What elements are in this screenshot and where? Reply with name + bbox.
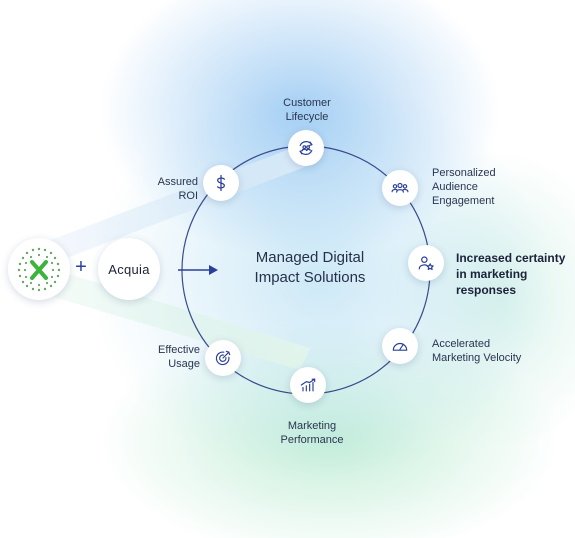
label-line: Performance bbox=[280, 434, 344, 446]
label-marketing-performance: Marketing Performance bbox=[262, 419, 362, 447]
label-personalized-audience-engagement: Personalized Audience Engagement bbox=[432, 166, 552, 208]
user-star-icon bbox=[418, 256, 434, 271]
node-increased-certainty bbox=[408, 245, 444, 281]
label-line: Usage bbox=[168, 358, 200, 370]
acquia-logo-badge: Acquia bbox=[98, 238, 160, 300]
label-line: Customer bbox=[283, 97, 331, 109]
node-effective-usage bbox=[205, 340, 241, 376]
label-line: Personalized bbox=[432, 167, 496, 179]
center-title: Managed Digital Impact Solutions bbox=[230, 248, 390, 288]
target-icon bbox=[215, 350, 231, 366]
label-customer-lifecycle: Customer Lifecycle bbox=[262, 96, 352, 124]
node-accelerated-marketing-velocity bbox=[382, 328, 418, 364]
label-line: Lifecycle bbox=[285, 111, 329, 123]
top-beam bbox=[30, 145, 310, 272]
label-line: in marketing bbox=[456, 267, 528, 281]
node-assured-roi bbox=[203, 165, 239, 201]
acquia-logo: Acquia bbox=[108, 261, 150, 277]
node-marketing-performance bbox=[290, 367, 326, 403]
center-title-line-2: Impact Solutions bbox=[254, 269, 366, 286]
label-line: Audience bbox=[432, 181, 478, 193]
speedometer-icon bbox=[392, 342, 408, 351]
people-group-icon bbox=[391, 182, 409, 193]
center-title-line-1: Managed Digital bbox=[255, 249, 365, 266]
label-assured-roi: Assured ROI bbox=[120, 175, 198, 203]
label-line: Marketing Velocity bbox=[432, 352, 522, 364]
arrow-head bbox=[209, 265, 218, 275]
dollar-icon bbox=[217, 174, 225, 192]
label-line: Marketing bbox=[287, 420, 337, 432]
label-accelerated-marketing-velocity: Accelerated Marketing Velocity bbox=[432, 337, 552, 365]
label-increased-certainty: Increased certainty in marketing respons… bbox=[456, 250, 574, 298]
label-line: Accelerated bbox=[432, 338, 491, 350]
label-line: Increased certainty bbox=[456, 251, 566, 265]
label-line: responses bbox=[456, 283, 517, 297]
node-personalized-audience-engagement bbox=[382, 170, 418, 206]
x-logo-badge bbox=[8, 238, 70, 300]
plus-sign: + bbox=[75, 256, 87, 278]
cycle-people-icon bbox=[299, 141, 313, 155]
label-effective-usage: Effective Usage bbox=[120, 343, 200, 371]
bar-chart-icon bbox=[300, 378, 316, 392]
label-line: Assured bbox=[157, 176, 198, 188]
label-line: Engagement bbox=[432, 195, 495, 207]
label-line: Effective bbox=[158, 344, 200, 356]
bottom-beam bbox=[30, 262, 310, 370]
x-logo-icon bbox=[17, 247, 61, 292]
node-customer-lifecycle bbox=[288, 130, 324, 166]
label-line: ROI bbox=[178, 190, 198, 202]
